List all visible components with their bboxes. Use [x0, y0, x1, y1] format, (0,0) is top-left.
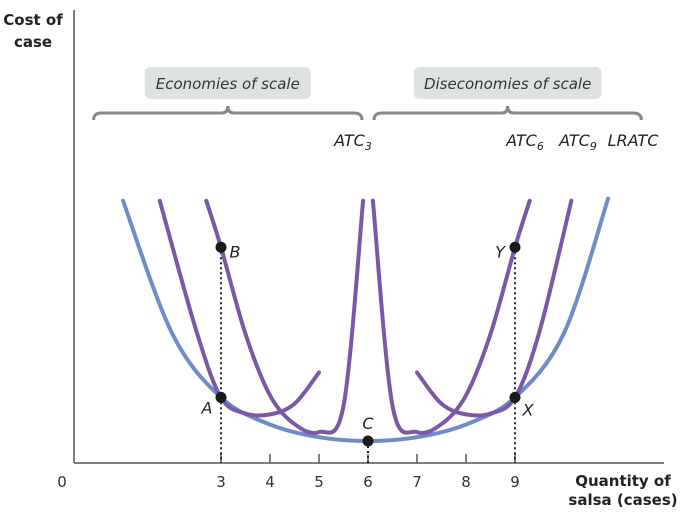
x-tick-label: 8 — [461, 473, 471, 491]
curve-label-lratc: LRATC — [608, 131, 660, 150]
range-brace — [92, 105, 364, 121]
y-axis-title-line-2: case — [14, 33, 52, 51]
point-b — [215, 241, 227, 253]
x-tick-label: 3 — [216, 473, 226, 491]
curve-label-text: ATC — [505, 131, 538, 150]
curve-label-subscript: 9 — [590, 140, 597, 153]
curves — [121, 196, 611, 444]
origin-label: 0 — [57, 473, 67, 491]
point-y — [509, 241, 521, 253]
x-tick-label: 4 — [265, 473, 275, 491]
point-a — [215, 391, 227, 403]
curve-label-atc9: ATC9 — [558, 131, 597, 153]
curve-atc9 — [415, 198, 574, 418]
point-label-x: X — [522, 400, 535, 419]
point-label-y: Y — [495, 242, 506, 261]
curve-label-subscript: 3 — [365, 140, 372, 153]
curve-lratc — [121, 196, 611, 444]
curve-label-atc3: ATC3 — [333, 131, 372, 153]
curve-atc3 — [204, 198, 366, 436]
point-label-c: C — [362, 414, 374, 433]
range-label-box — [413, 67, 602, 99]
x-ticks: 3 4 5 6 7 8 9 — [216, 454, 520, 491]
dotted-guides — [220, 247, 516, 463]
x-axis-title-line-1: Quantity of — [575, 472, 671, 490]
points: A B C X Y — [201, 241, 535, 447]
x-tick-label: 9 — [510, 473, 520, 491]
curve-label-text: LRATC — [608, 131, 660, 150]
x-tick-label: 5 — [314, 473, 324, 491]
curve-atc6 — [370, 198, 532, 436]
scale-ranges: Economies of scale Diseconomies of scale — [92, 67, 643, 121]
range-label: Diseconomies of scale — [424, 75, 591, 93]
range-label-box — [144, 67, 311, 99]
point-x — [509, 391, 521, 403]
x-tick-label: 7 — [412, 473, 422, 491]
point-c — [362, 435, 374, 447]
point-label-a: A — [201, 398, 213, 417]
curve-label-text: ATC — [333, 131, 366, 150]
curve-atc-unlabeled-1 — [157, 198, 321, 418]
x-axis-title-line-2: salsa (cases) — [568, 491, 677, 509]
curve-label-text: ATC — [558, 131, 591, 150]
range-label: Economies of scale — [156, 75, 300, 93]
point-label-b: B — [230, 242, 241, 261]
curve-label-subscript: 6 — [537, 140, 544, 153]
curve-label-atc6: ATC6 — [505, 131, 544, 153]
y-axis-title-line-1: Cost of — [3, 11, 63, 29]
range-brace — [372, 105, 643, 121]
x-tick-label: 6 — [363, 473, 373, 491]
